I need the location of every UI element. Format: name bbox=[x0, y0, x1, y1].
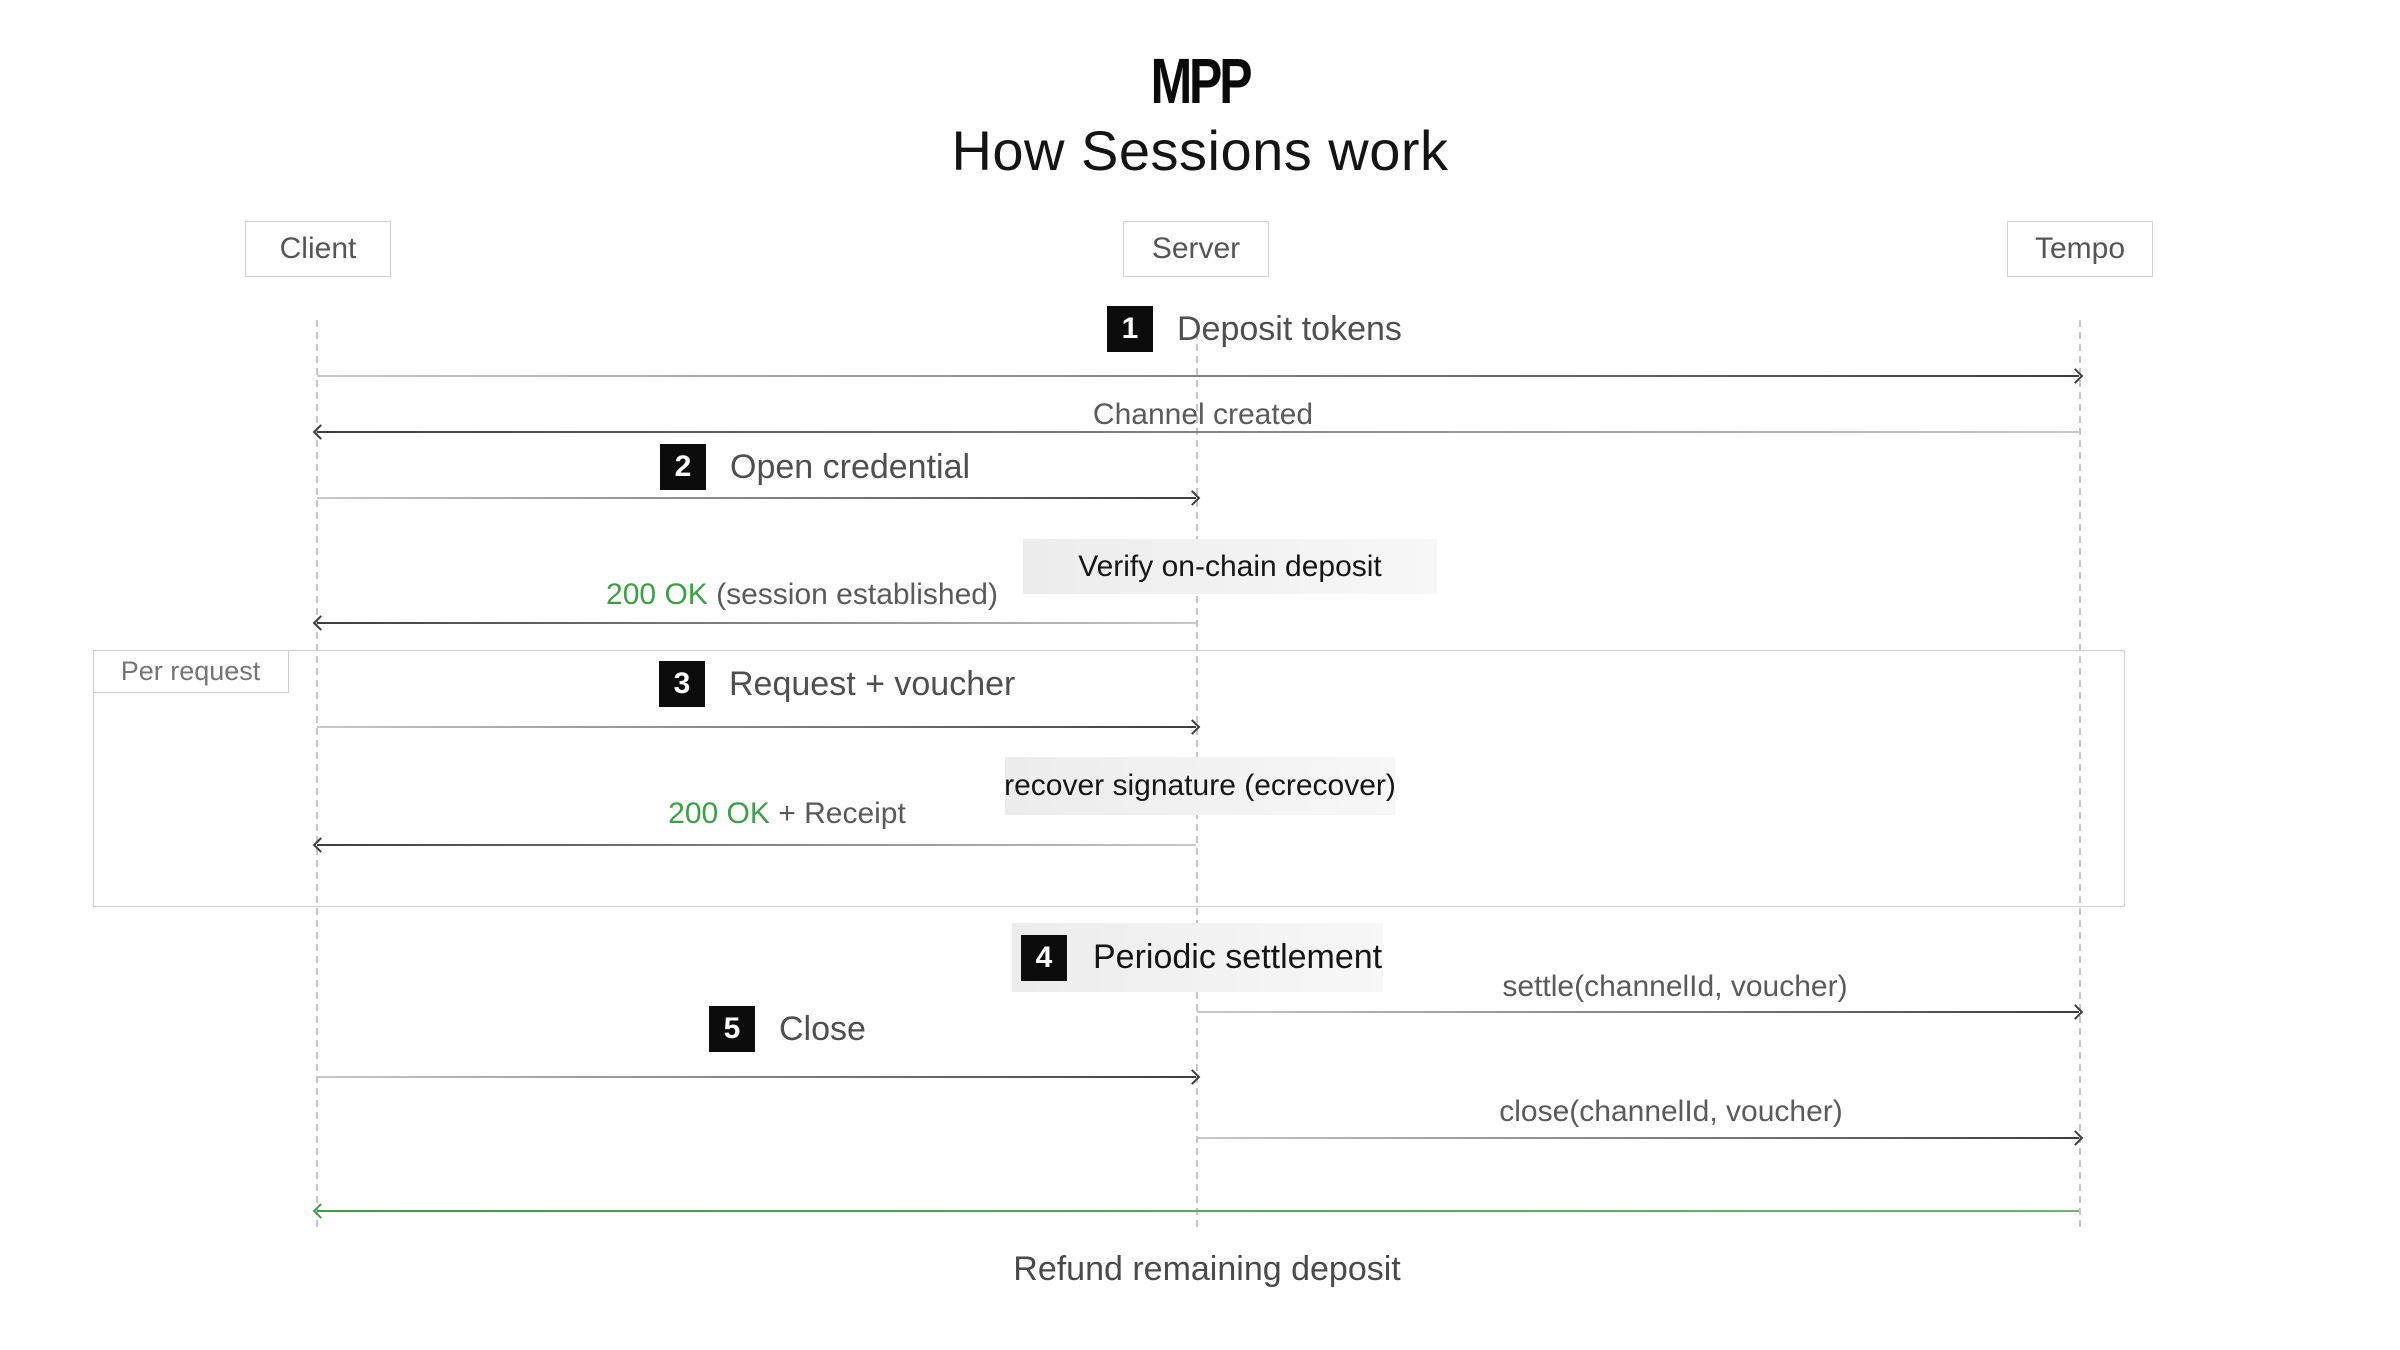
label-ok-session: 200 OK (session established) bbox=[606, 578, 998, 612]
step-deposit-tokens: 1 Deposit tokens bbox=[1107, 306, 1402, 352]
step-5-label: Close bbox=[779, 1009, 866, 1048]
status-200-ok: 200 OK bbox=[606, 578, 708, 611]
arrow-close-call bbox=[1197, 1130, 2084, 1146]
step-3-badge: 3 bbox=[659, 661, 705, 707]
mpp-logo: MPP bbox=[1150, 45, 1253, 117]
note-verify-deposit: Verify on-chain deposit bbox=[1023, 539, 1437, 594]
arrow-open-credential bbox=[317, 490, 1201, 506]
lifeline-tempo bbox=[2079, 320, 2081, 1228]
label-close-call: close(channelId, voucher) bbox=[1499, 1095, 1843, 1128]
arrow-ok-session bbox=[312, 615, 1196, 631]
step-4-badge: 4 bbox=[1021, 934, 1067, 981]
step-request-voucher: 3 Request + voucher bbox=[659, 661, 1015, 707]
lifeline-client bbox=[316, 320, 318, 1228]
page-title: How Sessions work bbox=[951, 119, 1449, 182]
arrow-request-voucher bbox=[317, 719, 1201, 735]
arrow-close-request bbox=[317, 1069, 1201, 1085]
step-4-label: Periodic settlement bbox=[1093, 938, 1383, 976]
step-2-badge: 2 bbox=[660, 444, 706, 490]
step-5-badge: 5 bbox=[709, 1006, 755, 1052]
step-close: 5 Close bbox=[709, 1006, 866, 1052]
step-1-label: Deposit tokens bbox=[1177, 309, 1402, 348]
loop-label: Per request bbox=[92, 649, 289, 693]
label-receipt: + Receipt bbox=[769, 797, 906, 830]
label-session-established: (session established) bbox=[707, 578, 998, 611]
actor-tempo: Tempo bbox=[2007, 221, 2153, 277]
step-periodic-settlement: 4 Periodic settlement bbox=[1012, 923, 1383, 992]
label-refund: Refund remaining deposit bbox=[1013, 1250, 1401, 1288]
label-settle: settle(channelId, voucher) bbox=[1502, 970, 1848, 1003]
status-200-ok: 200 OK bbox=[668, 797, 770, 830]
note-recover-signature: recover signature (ecrecover) bbox=[1004, 757, 1396, 815]
loop-per-request: Per request bbox=[92, 649, 2125, 907]
arrow-deposit-tokens bbox=[317, 368, 2084, 384]
label-channel-created: Channel created bbox=[1092, 398, 1314, 431]
step-1-badge: 1 bbox=[1107, 306, 1153, 352]
label-ok-receipt: 200 OK + Receipt bbox=[668, 797, 906, 831]
step-3-label: Request + voucher bbox=[729, 664, 1016, 703]
actor-client: Client bbox=[245, 221, 391, 277]
arrow-refund bbox=[312, 1203, 2079, 1219]
step-open-credential: 2 Open credential bbox=[660, 444, 970, 490]
arrow-settle bbox=[1197, 1004, 2084, 1020]
actor-server: Server bbox=[1123, 221, 1269, 277]
arrow-channel-created bbox=[312, 424, 2079, 440]
step-2-label: Open credential bbox=[730, 447, 971, 486]
arrow-ok-receipt bbox=[312, 837, 1196, 853]
